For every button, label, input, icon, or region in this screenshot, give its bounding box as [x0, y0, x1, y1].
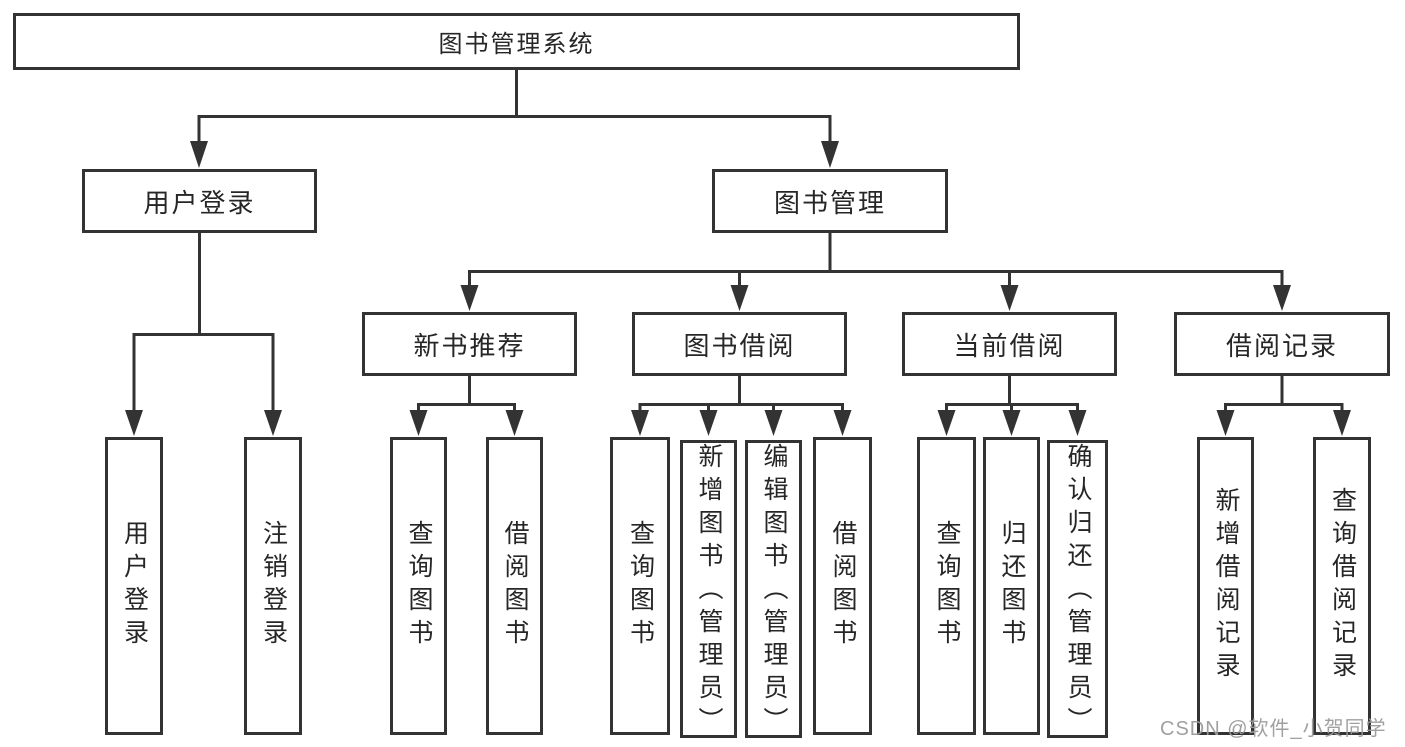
- leaf-borrow-books: 借阅图书: [813, 437, 872, 735]
- node-new-book-recommendation: 新书推荐: [362, 312, 577, 376]
- node-label: 新书推荐: [413, 330, 526, 361]
- node-label: 图书管理: [773, 187, 886, 218]
- leaf-query-borrow-record: 查询借阅记录: [1313, 437, 1371, 735]
- leaf-borrow-books: 借阅图书: [486, 437, 543, 735]
- leaf-edit-book-admin: 编辑图书（管理员）: [745, 440, 802, 740]
- node-label: 借阅记录: [1225, 330, 1338, 361]
- leaf-user-login: 用户登录: [105, 437, 163, 735]
- leaf-add-book-admin: 新增图书（管理员）: [680, 440, 737, 740]
- node-current-borrowing: 当前借阅: [902, 312, 1117, 376]
- node-book-management: 图书管理: [712, 169, 948, 233]
- leaf-query-books: 查询图书: [390, 437, 447, 735]
- node-borrowing-records: 借阅记录: [1174, 312, 1390, 376]
- node-label: 用户登录: [143, 187, 256, 218]
- node-book-borrowing: 图书借阅: [632, 312, 847, 376]
- leaf-logout: 注销登录: [244, 437, 302, 735]
- node-library-management-system: 图书管理系统: [13, 13, 1020, 70]
- node-label: 图书借阅: [683, 330, 796, 361]
- node-label: 当前借阅: [953, 330, 1066, 361]
- node-label: 图书管理系统: [438, 31, 595, 58]
- node-user-login: 用户登录: [82, 169, 317, 233]
- leaf-query-books: 查询图书: [610, 437, 670, 735]
- leaf-return-books: 归还图书: [983, 437, 1040, 735]
- leaf-confirm-return-admin: 确认归还（管理员）: [1047, 440, 1108, 740]
- leaf-add-borrow-record: 新增借阅记录: [1197, 437, 1254, 735]
- csdn-watermark: CSDN @软件_小贺同学: [1160, 718, 1387, 740]
- leaf-query-books: 查询图书: [917, 437, 976, 735]
